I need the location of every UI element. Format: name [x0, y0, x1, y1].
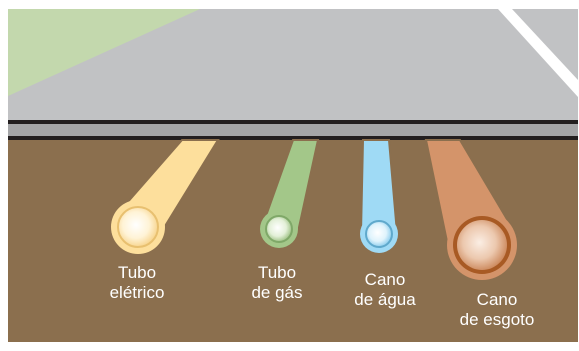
sewer-pipe-label-line2: de esgoto	[459, 310, 535, 329]
water-pipe-label-line1: Cano	[364, 270, 406, 289]
lane-marking	[498, 9, 578, 97]
gas-pipe	[260, 139, 320, 248]
electric-pipe-label-line2: elétrico	[109, 283, 165, 302]
road-curb	[8, 124, 578, 136]
grass-patch	[8, 9, 200, 96]
water-pipe-label: Cano de água	[340, 270, 430, 310]
water-pipe-label-line2: de água	[354, 290, 416, 309]
road-edge-top-line	[8, 120, 578, 124]
sewer-pipe-label: Cano de esgoto	[447, 290, 547, 330]
sewer-pipe-label-line1: Cano	[476, 290, 518, 309]
gas-pipe-label-line2: de gás	[251, 283, 303, 302]
electric-pipe-label-line1: Tubo	[117, 263, 157, 282]
electric-pipe-label: Tubo elétrico	[92, 263, 182, 303]
gas-pipe-label: Tubo de gás	[232, 263, 322, 303]
road-edge-bottom-line	[8, 136, 578, 140]
gas-pipe-label-line1: Tubo	[257, 263, 297, 282]
sewer-pipe	[424, 139, 519, 280]
water-pipe	[359, 139, 399, 253]
electric-pipe	[110, 139, 220, 254]
